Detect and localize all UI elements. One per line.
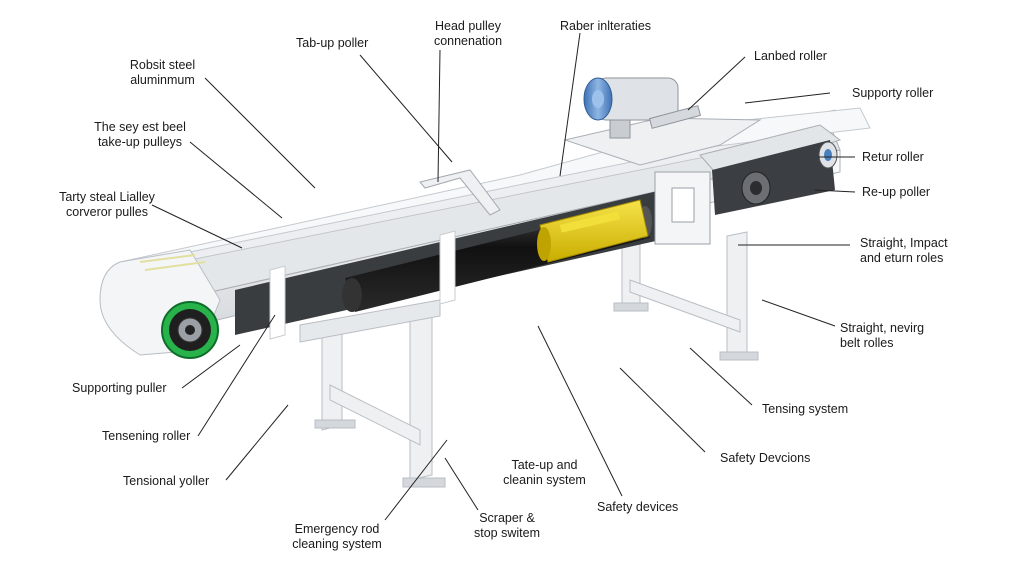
label-safety-devices: Safety devices <box>597 500 679 514</box>
leader-lines <box>151 32 856 521</box>
label-conveyor-pulleys: Tarty steal Lialley corveror pulles <box>59 190 155 219</box>
label-return-roller: Retur roller <box>862 150 924 164</box>
tail-pulley <box>99 249 221 359</box>
label-belt-rollers: Straight, nevirg belt rolles <box>840 321 925 350</box>
label-tab-up-puller: Tab-up poller <box>296 36 369 50</box>
label-tensional-yoller: Tensional yoller <box>123 474 210 488</box>
yellow-gear-motor <box>537 199 649 263</box>
label-supporting-puller: Supporting puller <box>72 381 167 395</box>
label-scraper-stop: Scraper & stop switem <box>474 511 540 540</box>
label-takeup-cleaning: Tate-up and cleanin system <box>503 458 586 487</box>
label-reup-puller: Re-up poller <box>862 185 931 199</box>
top-bracket <box>419 169 501 216</box>
label-robust-steel: Robsit steel aluminmum <box>129 58 196 87</box>
label-belt-takeup: The sey est beel take-up pulleys <box>94 120 186 149</box>
label-tensing-system: Tensing system <box>762 402 849 416</box>
label-rubber-interfaces: Raber inlteraties <box>560 19 652 33</box>
label-impact-return: Straight, Impact and eturn roles <box>860 236 948 265</box>
label-emergency-rod: Emergency rod cleaning system <box>292 522 382 551</box>
support-legs <box>299 231 759 488</box>
label-labeled-roller: Lanbed roller <box>754 49 827 63</box>
label-safety-devicions: Safety Devcions <box>720 451 811 465</box>
label-supporty-roller: Supporty roller <box>852 86 934 100</box>
label-head-pulley: Head pulley connenation <box>433 19 503 48</box>
blue-drive-motor <box>583 77 702 139</box>
label-tensening-roller: Tensening roller <box>102 429 191 443</box>
